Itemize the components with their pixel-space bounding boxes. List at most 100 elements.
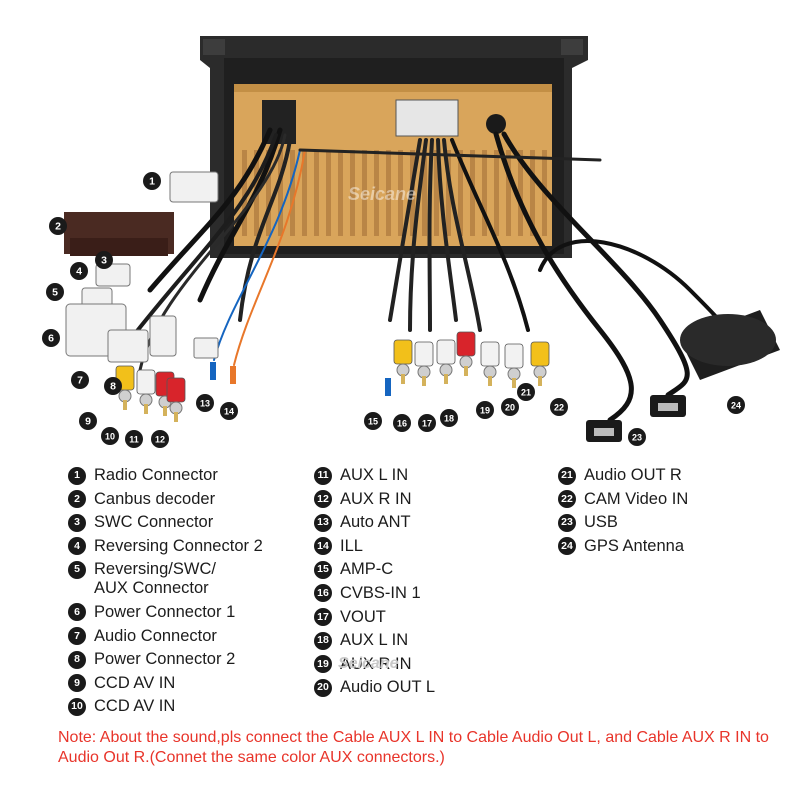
rca-plug <box>436 339 456 384</box>
callout-number: 11 <box>129 435 139 445</box>
vent-slot <box>482 150 487 236</box>
legend-number-badge: 17 <box>314 608 332 627</box>
legend-number-badge: 11 <box>314 466 332 485</box>
callout-number: 13 <box>200 399 210 409</box>
vent-slot <box>278 150 283 236</box>
legend-number-badge: 12 <box>314 490 332 509</box>
legend-label: GPS Antenna <box>584 536 684 555</box>
callout-badge: 23 <box>628 428 646 446</box>
vent-slot <box>458 150 463 236</box>
rca-plug <box>393 339 413 384</box>
legend-number-badge: 8 <box>68 650 86 669</box>
legend-label: Power Connector 2 <box>94 650 236 669</box>
vent-slot <box>266 150 271 236</box>
legend-label: AUX L IN <box>340 466 409 484</box>
callout-number: 19 <box>480 406 490 416</box>
callout-badge: 11 <box>125 430 143 448</box>
center-rca-plugs <box>393 331 550 388</box>
legend-number-badge: 14 <box>314 537 332 556</box>
legend-number-badge: 1 <box>68 466 86 485</box>
legend-item: 18 AUX L IN <box>314 631 435 650</box>
vent-slot <box>386 150 391 236</box>
rca-plug <box>166 377 186 422</box>
radio-connector <box>169 171 219 203</box>
callout-number: 23 <box>632 433 642 443</box>
legend-label: Reversing/SWC/ AUX Connector <box>94 560 216 598</box>
legend-item: 15 AMP-C <box>314 560 435 579</box>
legend-label: Audio OUT R <box>584 466 682 484</box>
legend-label: Reversing Connector 2 <box>94 536 263 555</box>
legend-number-badge: 5 <box>68 560 86 579</box>
legend-number-badge: 7 <box>68 627 86 646</box>
rca-plug <box>456 331 476 376</box>
legend-number-badge: 23 <box>558 513 576 532</box>
legend-label: AUX L IN <box>340 631 409 650</box>
head-unit-rear <box>200 36 588 258</box>
callout-badge: 5 <box>46 283 64 301</box>
main-harness-socket <box>395 99 459 137</box>
left-rca-plugs <box>115 365 186 422</box>
legend-label: Audio OUT L <box>340 678 436 697</box>
vent-slot <box>338 150 343 236</box>
legend-label: CCD AV IN <box>94 697 176 716</box>
legend-label: USB <box>584 513 618 532</box>
legend-label: Power Connector 1 <box>94 602 236 621</box>
callout-badge: 22 <box>550 398 568 416</box>
callout-badge: 10 <box>101 427 119 445</box>
rca-plug <box>414 341 434 386</box>
callout-number: 17 <box>422 419 432 429</box>
legend-label: SWC Connector <box>94 513 214 532</box>
vent-slot <box>506 150 511 236</box>
legend-label: AMP-C <box>340 560 394 579</box>
legend-number-badge: 22 <box>558 490 576 509</box>
legend-label: AUX R IN <box>340 489 412 508</box>
legend-label: Audio Connector <box>94 626 217 645</box>
callout-number: 1 <box>149 176 155 188</box>
vent-slot <box>290 150 295 236</box>
callout-number: 24 <box>731 401 741 411</box>
legend-number-badge: 24 <box>558 537 576 556</box>
legend-label: Radio Connector <box>94 466 218 484</box>
rca-plug <box>480 341 500 386</box>
legend-number-badge: 18 <box>314 631 332 650</box>
legend-number-badge: 15 <box>314 560 332 579</box>
vent-slot <box>326 150 331 236</box>
callout-badge: 20 <box>501 398 519 416</box>
legend-item: 2 Canbus decoder <box>68 490 263 509</box>
legend-number-badge: 3 <box>68 513 86 532</box>
vent-slot <box>302 150 307 236</box>
vent-slot <box>350 150 355 236</box>
callout-number: 7 <box>77 375 83 387</box>
callout-badge: 24 <box>727 396 745 414</box>
callout-number: 18 <box>444 414 454 424</box>
callout-number: 10 <box>105 432 115 442</box>
note-text: Note: About the sound,pls connect the Ca… <box>58 729 769 766</box>
callout-badge: 8 <box>104 377 122 395</box>
legend-label: Auto ANT <box>340 513 411 532</box>
legend-number-badge: 9 <box>68 674 86 693</box>
panel-watermark: Seicane <box>348 184 416 204</box>
callout-badge: 9 <box>79 412 97 430</box>
legend-item: 11 AUX L IN <box>314 466 435 485</box>
callout-badge: 2 <box>49 217 67 235</box>
rca-plug <box>136 369 156 414</box>
legend-item: 23 USB <box>558 513 688 532</box>
callout-badge: 13 <box>196 394 214 412</box>
legend-number-badge: 6 <box>68 603 86 622</box>
legend-label: Canbus decoder <box>94 489 216 508</box>
legend-item: 1 Radio Connector <box>68 466 263 485</box>
rca-plug <box>504 343 524 388</box>
legend-number-badge: 2 <box>68 490 86 509</box>
legend-number-badge: 19 <box>314 655 332 674</box>
vent-slot <box>422 150 427 236</box>
callout-badge: 14 <box>220 402 238 420</box>
legend-label: CVBS-IN 1 <box>340 583 421 602</box>
legend-column-1: 1 Radio Connector 2 Canbus decoder 3 SWC Conn… <box>68 466 263 721</box>
callout-number: 15 <box>368 417 378 427</box>
legend-item: 8 Power Connector 2 <box>68 650 263 669</box>
